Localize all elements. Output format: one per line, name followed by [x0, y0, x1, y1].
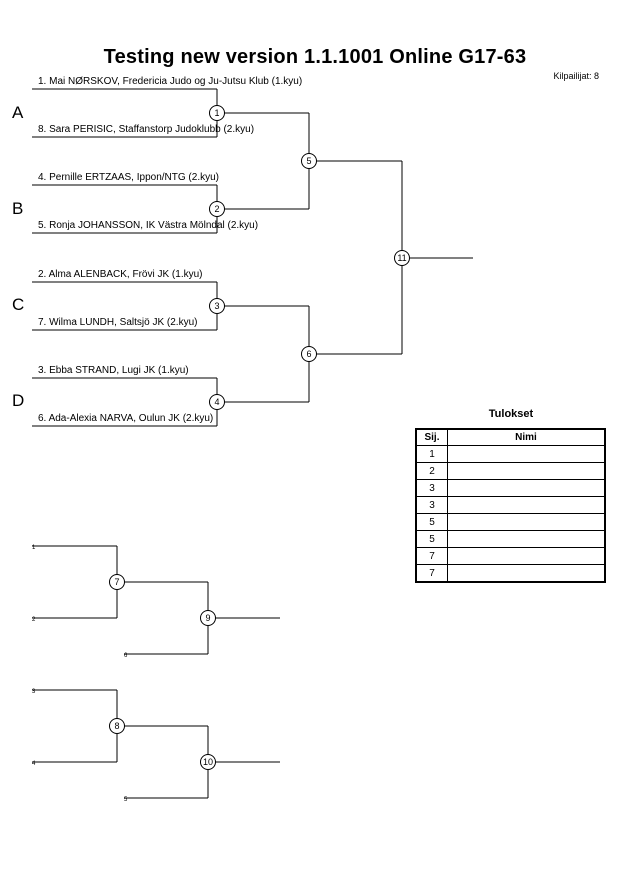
pool-label-a: A: [12, 103, 24, 122]
pool-label-c: C: [12, 295, 25, 314]
match-circle-4: 4: [209, 394, 225, 410]
repechage-slot-label: 4: [32, 761, 36, 767]
name-cell: [447, 445, 606, 463]
name-cell: [447, 530, 606, 548]
table-row: 1: [415, 445, 606, 463]
match-circle-3: 3: [209, 298, 225, 314]
match-circle-8: 8: [109, 718, 125, 734]
place-cell: 5: [415, 530, 448, 548]
competitor-entry: 5. Ronja JOHANSSON, IK Västra Mölndal (2…: [38, 220, 259, 231]
table-row: 5: [415, 513, 606, 531]
name-cell: [447, 564, 606, 583]
competitor-entry: 3. Ebba STRAND, Lugi JK (1.kyu): [38, 365, 189, 376]
table-row: 2: [415, 462, 606, 480]
match-circle-6: 6: [301, 346, 317, 362]
pool-label-d: D: [12, 391, 25, 410]
competitor-entry: 2. Alma ALENBACK, Frövi JK (1.kyu): [38, 269, 203, 280]
table-row: 3: [415, 496, 606, 514]
table-row: 7: [415, 564, 606, 583]
match-circle-5: 5: [301, 153, 317, 169]
competitor-entry: 7. Wilma LUNDH, Saltsjö JK (2.kyu): [38, 317, 198, 328]
table-row: 7: [415, 547, 606, 565]
name-cell: [447, 496, 606, 514]
match-circle-11: 11: [394, 250, 410, 266]
repechage-slot-label: 2: [32, 617, 36, 623]
name-cell: [447, 479, 606, 497]
repechage-slot-label: 3: [32, 689, 36, 695]
place-cell: 1: [415, 445, 448, 463]
results-header-row: Sij. Nimi: [415, 428, 606, 446]
competitor-entry: 8. Sara PERISIC, Staffanstorp Judoklubb …: [38, 124, 255, 135]
place-cell: 7: [415, 547, 448, 565]
repechage-slot-label: 5: [124, 797, 128, 803]
pool-label-b: B: [12, 199, 24, 218]
match-circle-7: 7: [109, 574, 125, 590]
place-cell: 3: [415, 496, 448, 514]
results-title: Tulokset: [488, 408, 534, 420]
name-cell: [447, 462, 606, 480]
competitor-count: Kilpailijat: 8: [553, 71, 599, 81]
repechage-slot-label: 6: [124, 653, 128, 659]
results-table: Sij. Nimi 1 2 3 3 5 5 7 7: [415, 428, 606, 583]
place-cell: 7: [415, 564, 448, 583]
name-column-header: Nimi: [447, 428, 606, 446]
repechage-slot-label: 1: [32, 545, 36, 551]
match-circle-1: 1: [209, 105, 225, 121]
page-title: Testing new version 1.1.1001 Online G17-…: [103, 46, 527, 68]
competitor-entry: 6. Ada-Alexia NARVA, Oulun JK (2.kyu): [38, 413, 214, 424]
match-circle-10: 10: [200, 754, 216, 770]
competitor-entry: 1. Mai NØRSKOV, Fredericia Judo og Ju-Ju…: [38, 76, 303, 87]
name-cell: [447, 513, 606, 531]
place-column-header: Sij.: [415, 428, 448, 446]
table-row: 5: [415, 530, 606, 548]
competitor-entry: 4. Pernille ERTZAAS, Ippon/NTG (2.kyu): [38, 172, 219, 183]
match-circle-9: 9: [200, 610, 216, 626]
place-cell: 5: [415, 513, 448, 531]
place-cell: 3: [415, 479, 448, 497]
name-cell: [447, 547, 606, 565]
match-circle-2: 2: [209, 201, 225, 217]
place-cell: 2: [415, 462, 448, 480]
table-row: 3: [415, 479, 606, 497]
